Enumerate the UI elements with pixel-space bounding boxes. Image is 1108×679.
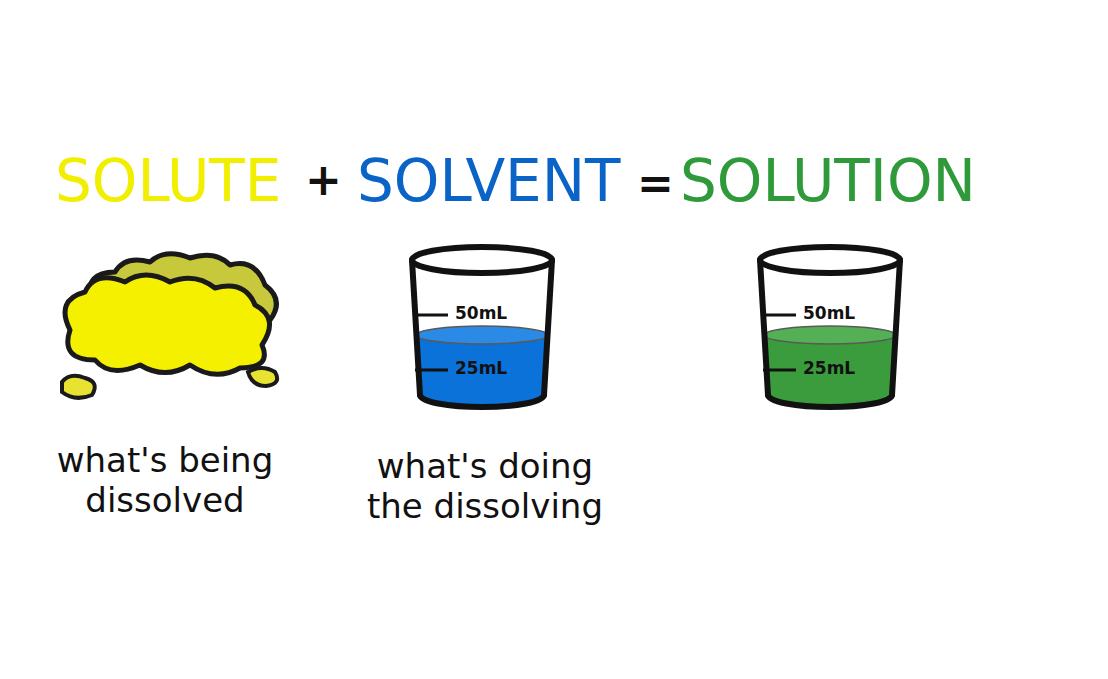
- volume-mark: 50mL: [803, 303, 855, 323]
- beaker-rim: [760, 247, 900, 273]
- solute-heading: SOLUTE: [55, 152, 281, 210]
- beaker: 50mL 25mL: [748, 235, 913, 419]
- beaker-outline: [400, 235, 565, 415]
- caption-text: what's being dissolved: [35, 440, 295, 520]
- liquid-surface: [764, 326, 896, 344]
- beaker-wall: [412, 260, 420, 395]
- solute-crumb: [62, 376, 95, 398]
- solute-blob: [65, 275, 270, 374]
- solvent-heading: SOLVENT: [357, 152, 621, 210]
- volume-mark: 25mL: [803, 358, 855, 378]
- volume-mark: 50mL: [455, 303, 507, 323]
- volume-tick: [415, 314, 448, 317]
- beaker-rim: [412, 247, 552, 273]
- beaker-wall: [544, 260, 552, 395]
- beaker-wall: [760, 260, 768, 395]
- beaker-liquid: [764, 326, 896, 407]
- solution-heading: SOLUTION: [680, 152, 976, 210]
- beaker-wall: [892, 260, 900, 395]
- beaker-outline: [748, 235, 913, 415]
- volume-mark: 25mL: [455, 358, 507, 378]
- beaker-base: [420, 395, 544, 407]
- beaker-base: [768, 395, 892, 407]
- volume-tick: [763, 314, 796, 317]
- beaker-liquid: [416, 326, 548, 407]
- solute-crumb: [248, 368, 277, 386]
- plus-sign: +: [305, 158, 342, 202]
- caption-text: what's doing the dissolving: [355, 446, 615, 526]
- volume-tick: [763, 369, 796, 372]
- equals-sign: =: [637, 161, 674, 205]
- volume-tick: [415, 369, 448, 372]
- beaker: 50mL 25mL: [400, 235, 565, 419]
- liquid-surface: [416, 326, 548, 344]
